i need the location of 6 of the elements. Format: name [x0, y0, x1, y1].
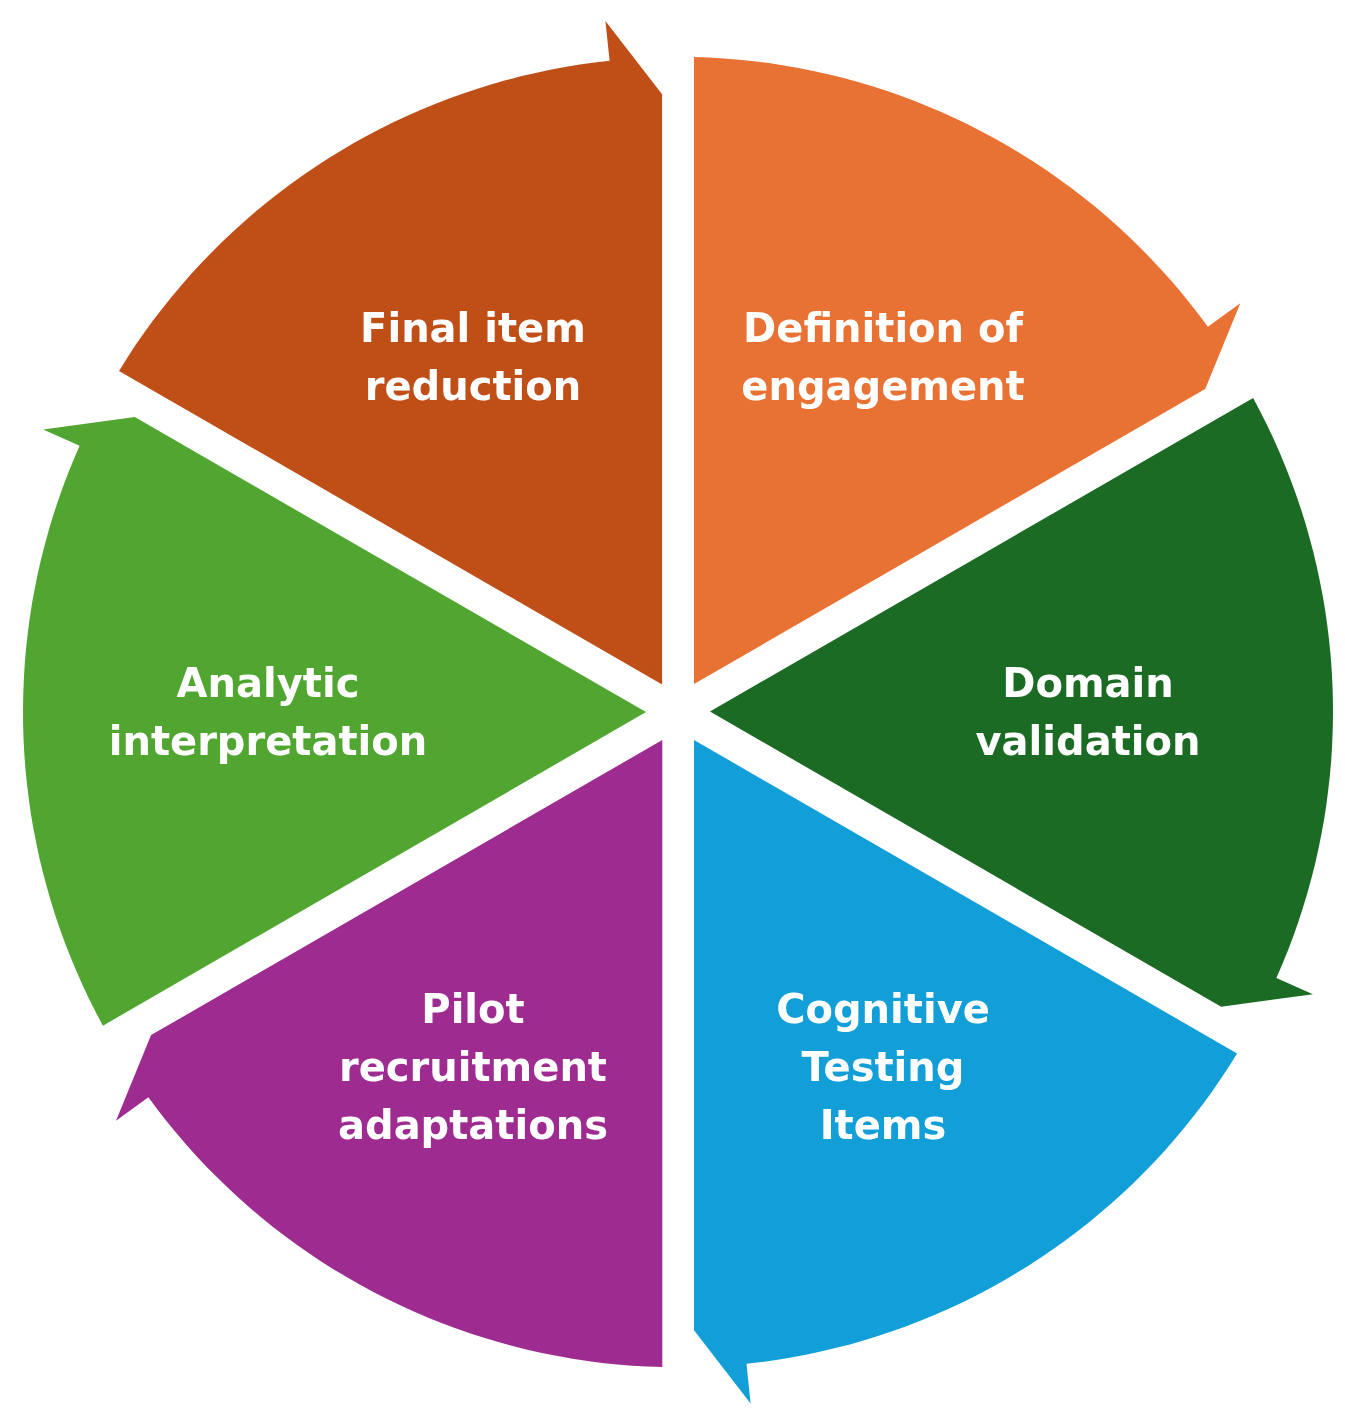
step-label: Analytic interpretation — [107, 659, 429, 766]
step-label: Definition of engagement — [740, 303, 1026, 411]
step-label: Cognitive Testing Items — [775, 985, 991, 1151]
step-label: Final item reduction — [359, 303, 587, 411]
step-label: Pilot recruitment adaptations — [337, 985, 609, 1151]
step-label: Domain validation — [974, 659, 1202, 766]
